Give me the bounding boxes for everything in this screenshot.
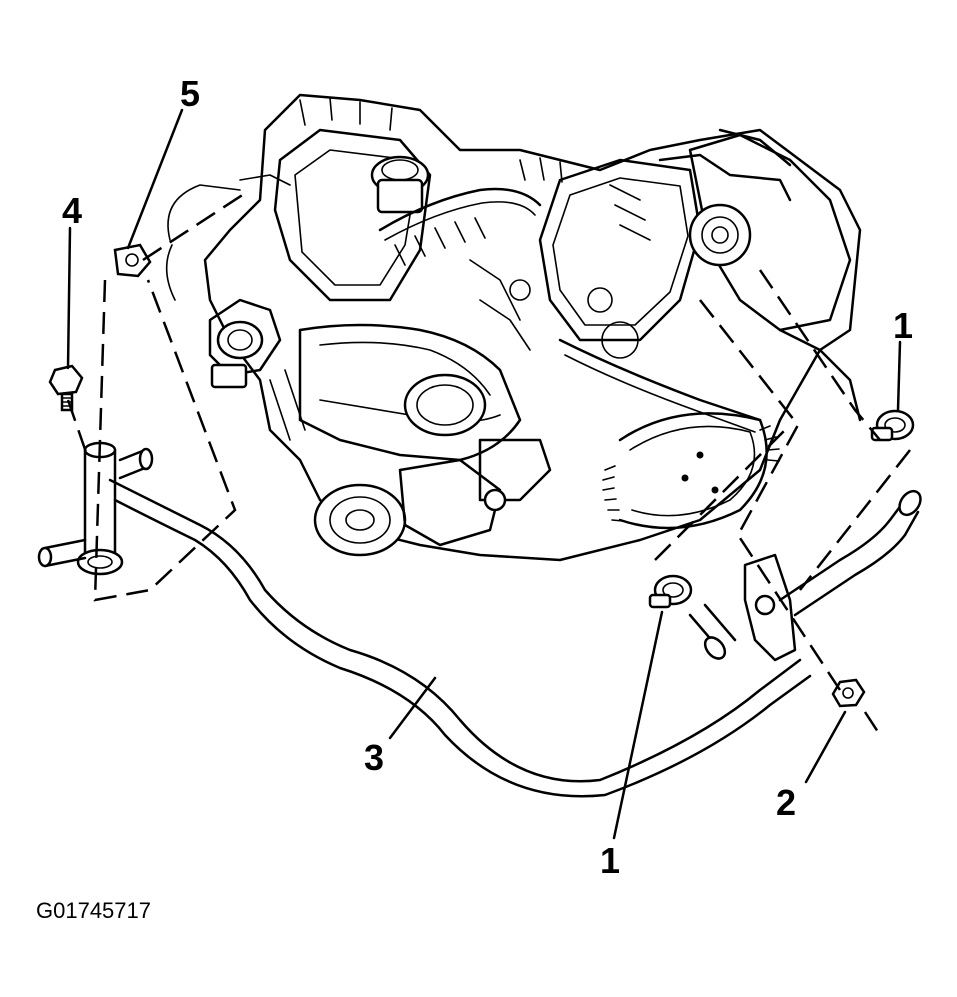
callout-3: 3	[364, 737, 385, 778]
callout-1-bottom: 1	[600, 840, 621, 881]
hose-clamp-center	[648, 574, 693, 609]
callout-leader-lines	[66, 108, 902, 840]
figure-id-label: G01745717	[36, 898, 151, 923]
hose-clamp-right	[870, 409, 915, 442]
clip-5	[113, 243, 152, 278]
engine-assembly-drawing	[165, 93, 862, 562]
nut-2	[831, 678, 866, 708]
leader-dashed-lines	[66, 188, 911, 736]
callout-2: 2	[776, 782, 797, 823]
callout-4: 4	[62, 190, 83, 231]
callout-1-right: 1	[893, 305, 914, 346]
heater-pipe-assembly	[37, 441, 922, 798]
bolt-4	[48, 364, 84, 412]
callout-5: 5	[180, 73, 201, 114]
